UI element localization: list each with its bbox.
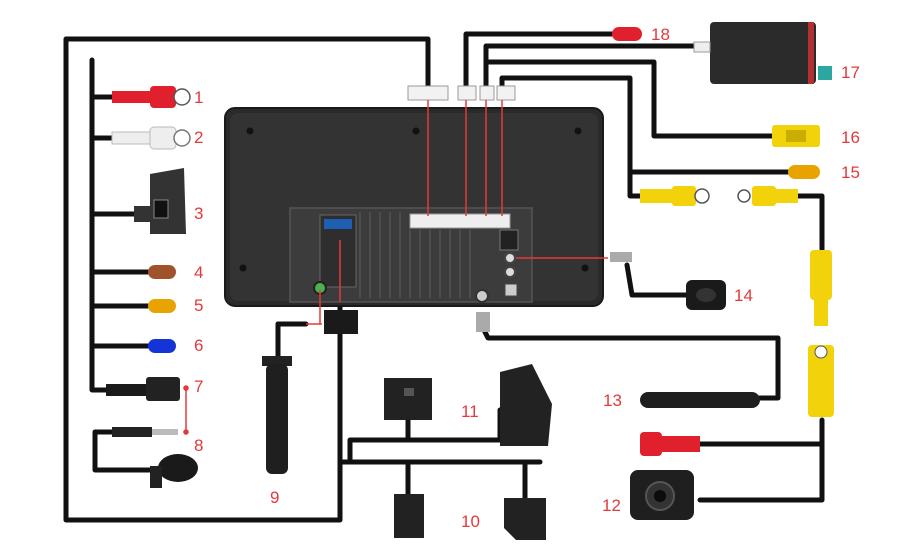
callout-number-9: 9	[270, 488, 279, 507]
callout-number-8: 8	[194, 436, 203, 455]
head-unit-back	[224, 107, 604, 307]
white-rca-connector	[111, 126, 191, 150]
top-connectors	[407, 85, 516, 101]
callout-number-17: 17	[841, 63, 860, 82]
callout-number-3: 3	[194, 204, 203, 223]
gps-antenna	[610, 252, 726, 310]
usb-extension-socket	[106, 377, 180, 401]
amber-wire-cap-15	[788, 165, 820, 179]
callout-number-13: 13	[603, 391, 622, 410]
callout-number-11: 11	[461, 402, 479, 421]
callout-number-4: 4	[194, 263, 203, 282]
decoder-box	[693, 22, 832, 84]
blue-wire-cap	[148, 339, 176, 353]
red-power-cable	[640, 432, 700, 456]
callout-number-7: 7	[194, 377, 203, 396]
microphone	[112, 427, 198, 488]
4g-antenna	[476, 312, 760, 408]
callout-number-5: 5	[194, 296, 203, 315]
callout-number-1: 1	[194, 88, 203, 107]
backup-camera	[630, 470, 694, 520]
radio-antenna-stick	[262, 356, 292, 474]
yellow-rca-pair	[640, 186, 798, 206]
callout-number-14: 14	[734, 286, 753, 305]
callout-number-2: 2	[194, 128, 203, 147]
amber-wire-cap	[148, 299, 176, 313]
power-plug-small	[324, 310, 358, 334]
callout-number-10: 10	[461, 512, 480, 531]
callout-number-6: 6	[194, 336, 203, 355]
speaker-harness-plugs	[384, 364, 552, 446]
callout-number-12: 12	[602, 496, 621, 515]
red-wire-cap-18	[612, 27, 642, 41]
yellow-usb-socket	[772, 125, 820, 147]
callout-number-15: 15	[841, 163, 860, 182]
brown-wire-cap	[148, 265, 176, 279]
callout-lines	[183, 100, 608, 435]
camera-rca-pair	[808, 250, 834, 417]
callout-numbers: 1 2 3 4 5 6 7 8 9 10 11 12 13 14 15 16 1…	[194, 25, 860, 531]
callout-number-18: 18	[651, 25, 670, 44]
sim-card-slot	[134, 168, 186, 234]
power-harness-plugs	[394, 494, 546, 540]
callout-number-16: 16	[841, 128, 860, 147]
red-rca-connector	[112, 86, 191, 108]
